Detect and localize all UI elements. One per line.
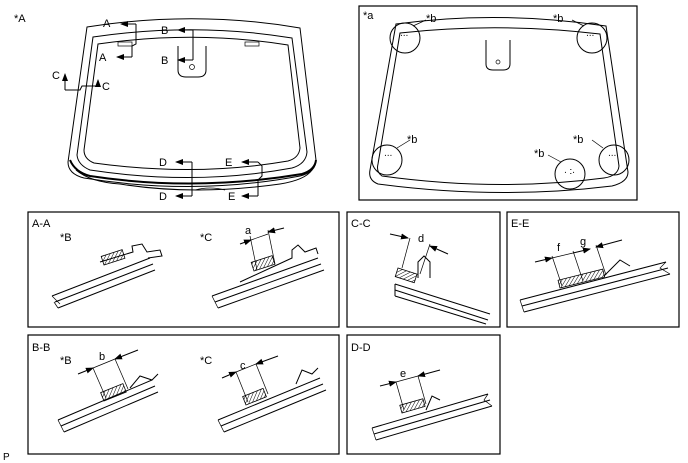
section-bb-left-ref: *B [60,355,72,367]
section-ee-dim-g: g [580,236,586,248]
section-aa-dim: a [245,225,252,237]
section-dd-title: D-D [351,342,371,354]
cut-d-label-top: D [159,157,167,169]
svg-text:∙∙∙: ∙∙∙ [586,30,594,41]
cut-b-label-top: B [161,25,168,37]
windshield-main-view: *A A A B B C C D D [14,13,317,203]
section-cc: C-C d [346,211,501,328]
section-ee-title: E-E [511,218,529,230]
diagram-code: P [3,452,10,463]
inset-callout-1: *b [426,13,436,25]
inset-callout-3: *b [407,134,417,146]
section-aa-left-ref: *B [60,232,72,244]
cut-b-label-bottom: B [161,55,168,67]
svg-text:∙∙∙: ∙∙∙ [608,150,616,161]
section-aa-right-ref: *C [200,232,212,244]
svg-text:∙∙∙: ∙∙∙ [384,150,392,161]
main-ref-label: *A [14,13,26,25]
section-bb-dim-left: b [99,351,105,363]
section-cc-title: C-C [351,218,371,230]
cut-d-label-bottom: D [159,191,167,203]
section-aa: A-A *B *C a [27,211,340,328]
inset-callout-4: *b [573,134,583,146]
svg-text:∙∙∙: ∙∙∙ [400,30,408,41]
cut-c-label-left: C [52,70,60,82]
section-dd-dim: e [400,368,406,380]
cut-a-label-bottom: A [99,52,107,64]
section-bb-right-ref: *C [200,355,212,367]
cut-a-label-top: A [103,18,111,30]
cut-e-label-bottom: E [228,191,235,203]
section-ee: E-E f g [506,211,680,328]
section-bb: B-B *B *C b c [27,334,340,455]
section-ee-dim-f: f [557,242,561,254]
inset-ref-label: *a [363,10,374,22]
cut-e-label-top: E [225,157,232,169]
section-bb-dim-right: c [240,360,246,372]
section-bb-title: B-B [32,342,50,354]
svg-text:∙ ∶∙: ∙ ∶∙ [564,167,575,178]
inset-view: *a ∙∙∙ ∙∙∙ ∙∙∙ ∙∙∙ ∙ ∶∙ *b *b *b *b *b [358,5,638,201]
inset-callout-2: *b [553,13,563,25]
section-cc-dim: d [418,233,424,245]
section-aa-title: A-A [32,218,51,230]
inset-callout-5: *b [534,148,544,160]
section-dd: D-D e [346,334,501,455]
cut-c-label-right: C [102,81,110,93]
